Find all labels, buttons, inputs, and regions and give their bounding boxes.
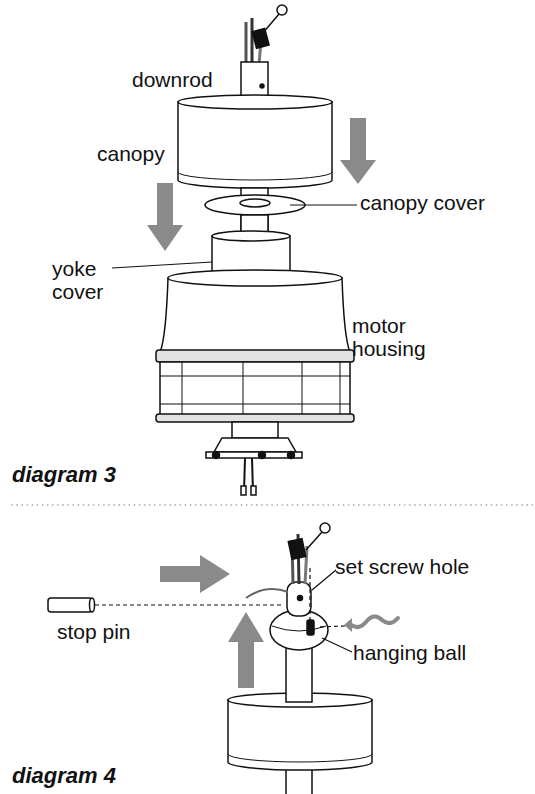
screw [288,452,295,459]
leader-line [290,204,357,205]
wire [245,22,248,64]
direction-arrow [238,640,254,688]
diagram-caption: diagram 4 [12,764,116,788]
cage-band [160,376,350,377]
stop-pin [48,598,92,612]
ground-loop [320,523,330,533]
canopy-cover-hole [240,199,270,207]
part-label: hanging ball [353,642,466,665]
motor-hub [232,422,278,438]
leader-line [312,570,336,590]
separator [12,504,533,506]
wire-connector [288,539,305,560]
part-label: downrod [132,69,213,92]
motor-housing [160,278,350,352]
direction-arrow [147,225,183,251]
direction-arrow [228,612,264,642]
set-screw-tip [344,618,352,632]
leader-line [112,262,212,268]
mounting-flange [214,438,296,452]
wire-end [251,486,256,495]
motor-cage [160,362,350,418]
ground-wire [262,14,279,34]
diagram-caption: diagram 3 [12,463,116,487]
cage-band [160,404,350,405]
wire-connector [252,28,269,48]
cage-rib [340,362,341,418]
leader-line [322,638,352,652]
part-label: canopy cover [360,192,485,215]
part-label: motor housing [352,315,452,360]
ball-seam [272,626,326,631]
direction-arrow [157,183,173,227]
alignment-line [309,568,310,622]
direction-arrow [200,555,230,593]
mounting-plate [206,452,302,458]
direction-arrow [350,118,366,162]
direction-arrow [340,160,376,184]
wire-end [241,486,246,495]
housing-rim [156,414,354,422]
ground-wire [306,532,322,550]
screw [213,452,220,459]
part-label: stop pin [57,621,131,644]
wire [251,18,254,64]
ball-slot [307,620,314,635]
part-label: set screw hole [335,556,469,579]
alignment-line [318,626,345,627]
wire [246,589,288,598]
cage-rib [302,362,303,418]
screw [259,452,266,459]
ground-loop [277,5,287,15]
canopy-band [228,754,372,762]
direction-arrow [160,566,202,582]
housing-rim [156,350,354,362]
pin-hole [298,596,303,601]
alignment-line [95,604,283,605]
motor-housing-top [168,270,342,286]
canopy-band [178,172,332,180]
downrod-top [287,582,311,616]
canopy-top [178,95,332,109]
canopy [178,102,332,188]
stop-pin-end [90,598,95,612]
set-screw [350,616,398,627]
part-label: canopy [97,143,165,166]
yoke-cover-top [212,231,290,241]
cage-rib [243,362,244,418]
cage-rib [182,362,183,418]
downrod-hole [260,84,264,88]
canopy [228,700,372,770]
part-label: yoke cover [52,258,124,303]
